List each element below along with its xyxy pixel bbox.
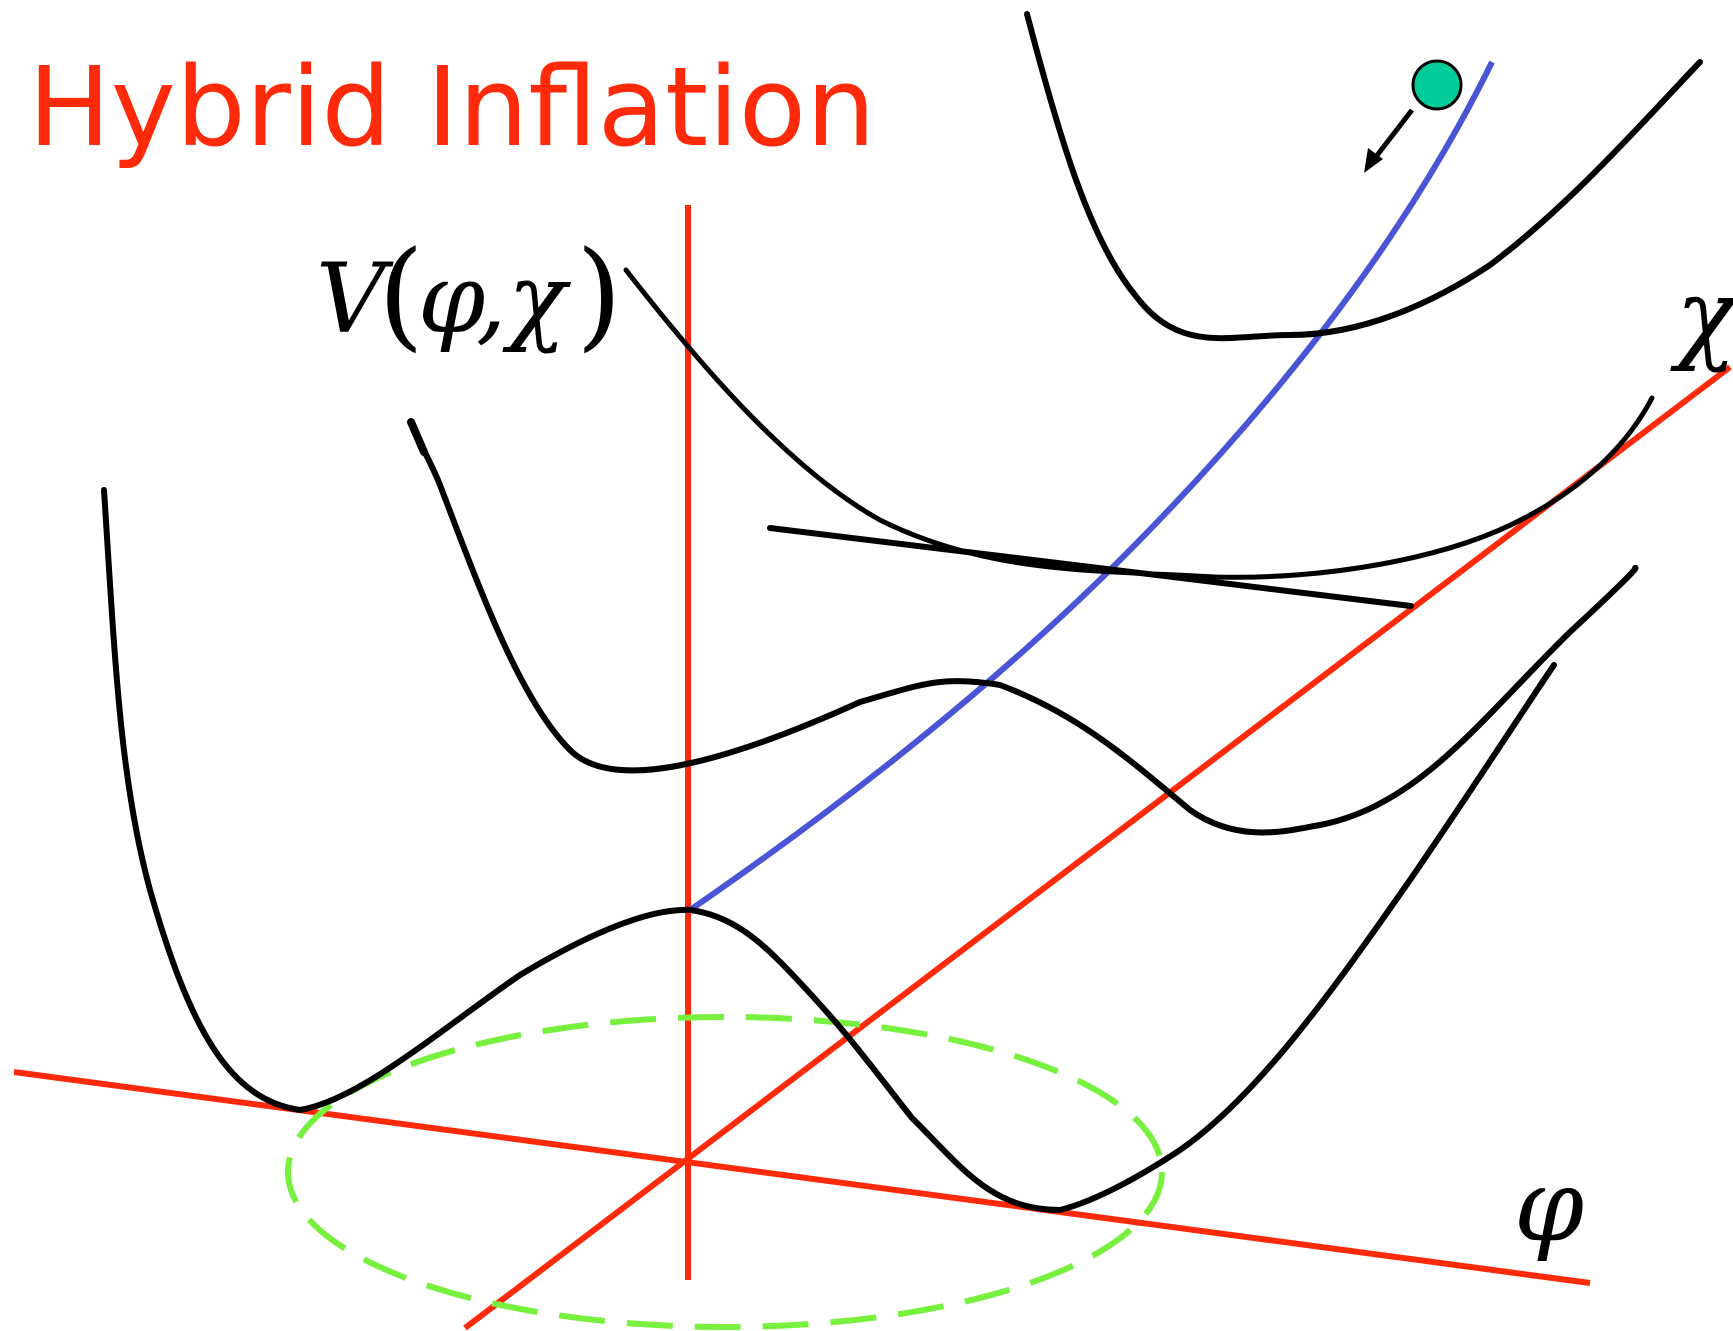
phi-axis-label: φ xyxy=(1514,1147,1584,1264)
phi-axis xyxy=(14,1072,1590,1283)
valley-trajectory xyxy=(690,62,1492,910)
chi-axis-label: χ xyxy=(1670,257,1733,374)
curve-end-mark xyxy=(411,422,424,452)
green-ball-icon xyxy=(1413,61,1461,109)
potential-label: V ( φ , χ ) xyxy=(316,225,622,363)
potential-comma: , xyxy=(476,243,507,355)
potential-curve-third xyxy=(411,422,1636,833)
tangent-line xyxy=(770,528,1411,606)
slide-title: Hybrid Inflation xyxy=(28,43,876,171)
potential-chi: χ xyxy=(502,243,571,355)
vacuum-ring xyxy=(288,1017,1162,1327)
arrow-down-left-icon xyxy=(1364,110,1412,173)
potential-close-paren: ) xyxy=(576,225,622,363)
potential-curve-top xyxy=(1027,14,1700,338)
